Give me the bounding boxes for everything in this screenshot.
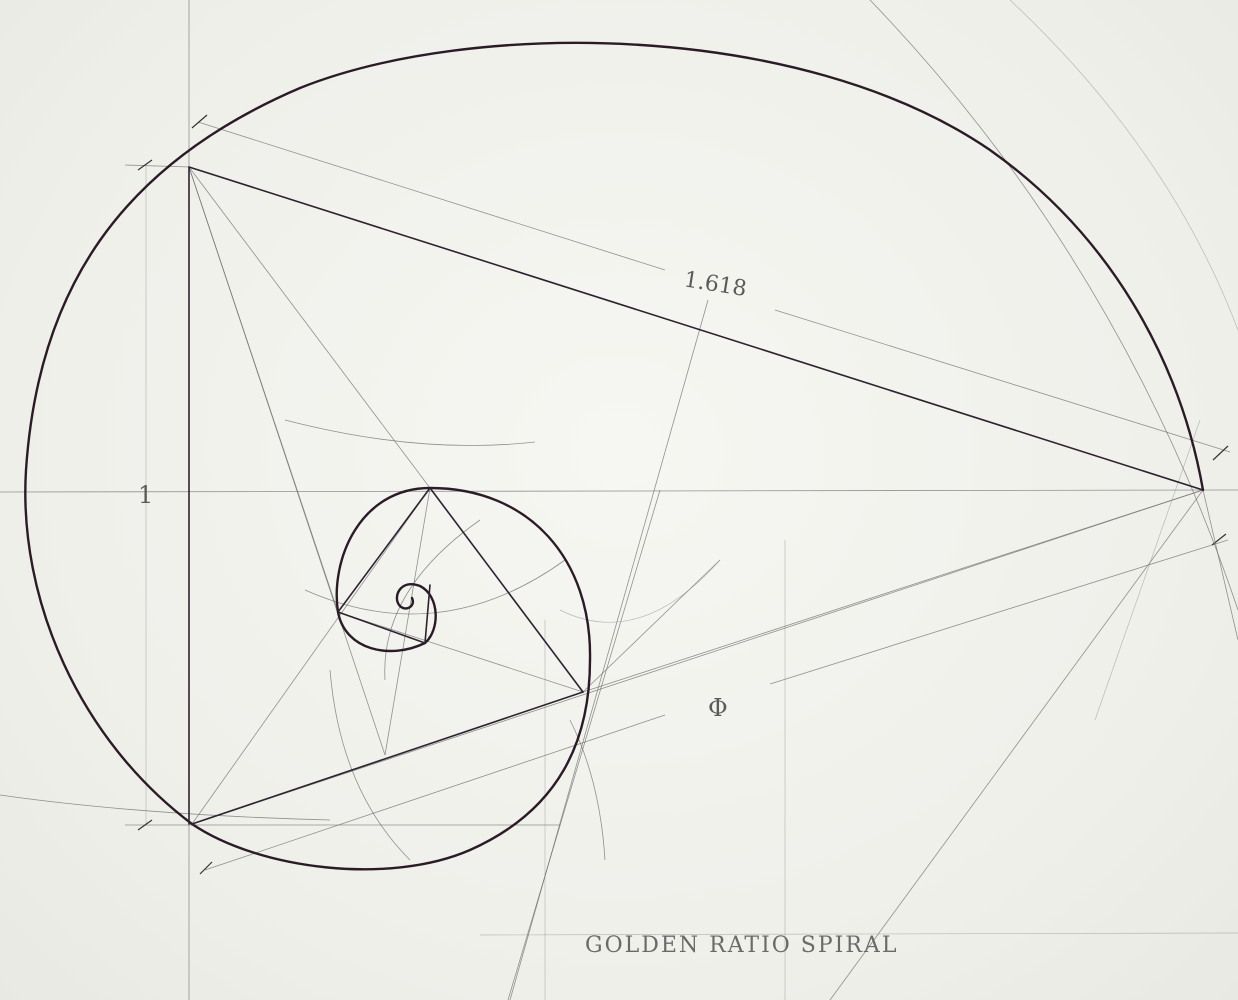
- diagonal-line-9: [337, 611, 584, 693]
- label-phi: Φ: [708, 694, 728, 722]
- diagonal-line-2: [507, 489, 661, 1000]
- diagonal-line-12: [582, 559, 721, 693]
- diagonal-line-10: [384, 487, 431, 756]
- inner-triangle-edge-2: [337, 487, 431, 613]
- faint-diagonal: [1094, 419, 1201, 721]
- arc-inner-left: [384, 519, 481, 681]
- diagonal-line-3: [829, 489, 1204, 1000]
- label-1618: 1.618: [682, 267, 748, 302]
- horizontal-axis-line: [0, 489, 1238, 493]
- radial-line-1: [188, 166, 431, 489]
- dim-tick-b: [1212, 445, 1229, 461]
- dim-ext-top: [124, 164, 191, 168]
- arc-mid-bottom: [304, 559, 566, 615]
- spiral-lower-arc: [190, 658, 592, 871]
- diagonal-line-6: [1202, 489, 1238, 641]
- dim-tick-c: [199, 861, 213, 875]
- diagonal-line-4: [582, 489, 1204, 693]
- arc-outer-right: [869, 0, 1238, 611]
- dim-1618-right: [774, 309, 1231, 453]
- label-1: 1: [138, 481, 153, 509]
- dim-tick-f: [137, 819, 153, 831]
- triangle-edge-phi: [191, 691, 584, 825]
- diagram-title: GOLDEN RATIO SPIRAL: [585, 933, 898, 958]
- triangle-edge-1618: [188, 166, 1204, 491]
- dim-phi-right: [769, 539, 1229, 685]
- dim-tick-a: [191, 114, 208, 129]
- dim-1618-left: [197, 121, 666, 271]
- inner-triangle-edge-3: [337, 611, 426, 644]
- arc-inner-bottom: [329, 669, 411, 861]
- dim-phi-left: [204, 714, 666, 871]
- inner-triangle-edge-4: [424, 584, 431, 644]
- radial-line-3: [188, 166, 386, 756]
- dim-tick-e: [137, 159, 153, 171]
- arc-outer-right-2: [1009, 0, 1238, 331]
- arc-mid-top: [284, 419, 536, 446]
- golden-spiral: [24, 41, 1205, 871]
- diagonal-line-8: [191, 487, 431, 825]
- spiral-inner-arc: [395, 583, 437, 645]
- spiral-middle-arc: [335, 486, 592, 662]
- baseline-guide: [479, 932, 1238, 936]
- arc-faint: [559, 559, 721, 623]
- spiral-outer-arc: [24, 41, 1205, 826]
- inner-triangle-edge-1: [429, 487, 584, 693]
- diagonal-line-5: [191, 489, 1204, 825]
- arc-right-lower: [569, 719, 606, 861]
- arc-bottom-left: [0, 794, 331, 821]
